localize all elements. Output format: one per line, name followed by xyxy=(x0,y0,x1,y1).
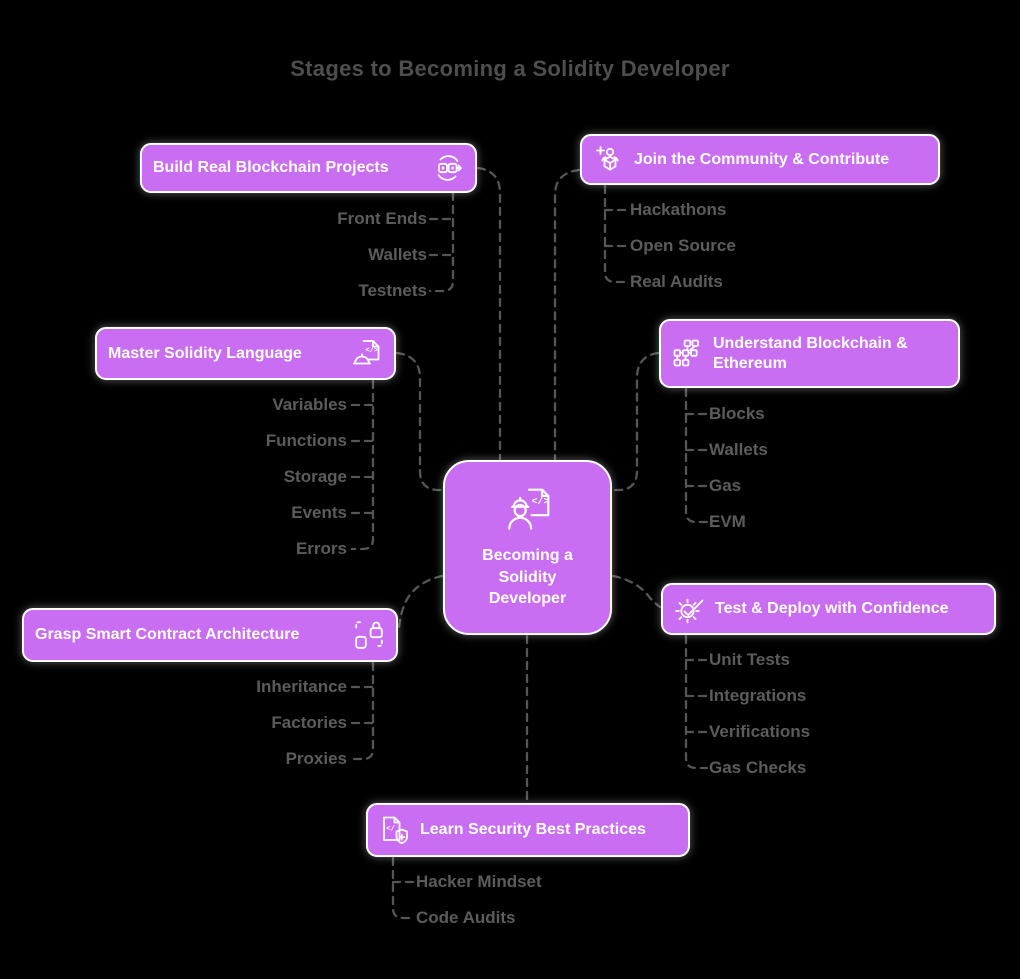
connector-master-solidity-to-center xyxy=(395,351,444,492)
sub-item-label: Variables xyxy=(272,395,347,414)
sub-item-label: Gas xyxy=(709,476,742,495)
code-shield-icon: </ xyxy=(379,814,411,846)
branch-label: Master Solidity Language xyxy=(108,344,302,362)
branch-label: Build Real Blockchain Projects xyxy=(153,159,389,176)
branch-label: Grasp Smart Contract Architecture xyxy=(35,626,300,643)
sub-item-label: Front Ends xyxy=(337,209,427,228)
diagram-title: Stages to Becoming a Solidity Developer xyxy=(290,56,730,81)
sync-blocks-icon xyxy=(432,152,464,184)
sub-item-label: Hacker Mindset xyxy=(416,872,542,891)
svg-text:</>: </> xyxy=(531,496,549,507)
sub-item-label: Real Audits xyxy=(630,272,723,291)
branch-node-grasp-architecture: Grasp Smart Contract Architecture xyxy=(22,608,398,662)
sub-item-label: Events xyxy=(291,503,347,522)
sub-item-label: Code Audits xyxy=(416,908,516,927)
branch-label: Test & Deploy with Confidence xyxy=(715,600,949,617)
sub-item-label: Open Source xyxy=(630,236,736,255)
connector-grasp-architecture-to-center xyxy=(397,574,444,630)
blocks-network-icon xyxy=(672,338,704,370)
branch-node-master-solidity: Master Solidity Language </> xyxy=(95,327,396,380)
branch-node-join-community: Join the Community & Contribute xyxy=(580,134,940,185)
sub-item-label: Inheritance xyxy=(256,677,347,696)
contributor-cube-icon xyxy=(593,144,625,176)
sub-item-label: Hackathons xyxy=(630,200,727,219)
connector-test-deploy-to-center xyxy=(611,574,662,609)
sub-item-label: Testnets xyxy=(358,281,427,300)
sub-item-label: EVM xyxy=(709,512,746,531)
sub-item-label: Gas Checks xyxy=(709,758,807,777)
branch-node-learn-security: </ Learn Security Best Practices xyxy=(366,803,690,857)
branch-label: Understand Blockchain & Ethereum xyxy=(713,334,908,372)
branch-node-understand-blockchain: Understand Blockchain & Ethereum xyxy=(659,319,960,388)
svg-text:</>: </> xyxy=(366,347,379,355)
sub-item-label: Unit Tests xyxy=(709,650,790,669)
engineer-document-icon: </> xyxy=(498,485,558,537)
list-wire-join-community xyxy=(603,184,628,284)
list-wire-master-solidity xyxy=(350,379,375,551)
center-label: Becoming a Solidity Developer xyxy=(482,547,573,608)
list-wire-learn-security xyxy=(391,856,415,920)
sub-item-label: Functions xyxy=(265,431,347,450)
sub-item-label: Wallets xyxy=(709,440,768,459)
sub-item-label: Blocks xyxy=(709,404,765,423)
connector-understand-blockchain-to-center xyxy=(611,351,660,492)
sub-item-label: Verifications xyxy=(709,722,811,741)
list-wire-test-deploy xyxy=(684,634,709,770)
sub-item-label: Integrations xyxy=(709,686,807,705)
branch-node-build-projects: Build Real Blockchain Projects xyxy=(140,143,477,193)
branch-label: Join the Community & Contribute xyxy=(634,150,890,168)
list-wire-understand-blockchain xyxy=(684,387,709,524)
branch-label: Learn Security Best Practices xyxy=(420,821,646,838)
connector-join-community-to-center xyxy=(553,168,581,461)
list-wire-grasp-architecture xyxy=(350,661,375,761)
sub-item-label: Wallets xyxy=(368,245,427,264)
center-node: </> Becoming a Solidity Developer xyxy=(443,460,612,635)
sub-item-label: Storage xyxy=(283,467,347,486)
sub-item-label: Errors xyxy=(295,539,347,558)
list-wire-build-projects xyxy=(428,191,455,293)
sub-item-label: Factories xyxy=(271,713,347,732)
sub-item-label: Proxies xyxy=(285,749,347,768)
contract-lock-icon xyxy=(353,619,385,651)
gear-check-icon xyxy=(674,593,706,625)
connector-build-projects-to-center xyxy=(476,166,502,461)
branch-node-test-deploy: Test & Deploy with Confidence xyxy=(661,583,996,635)
hardhat-code-doc-icon: </> xyxy=(351,338,383,370)
svg-text:</: </ xyxy=(386,826,396,834)
